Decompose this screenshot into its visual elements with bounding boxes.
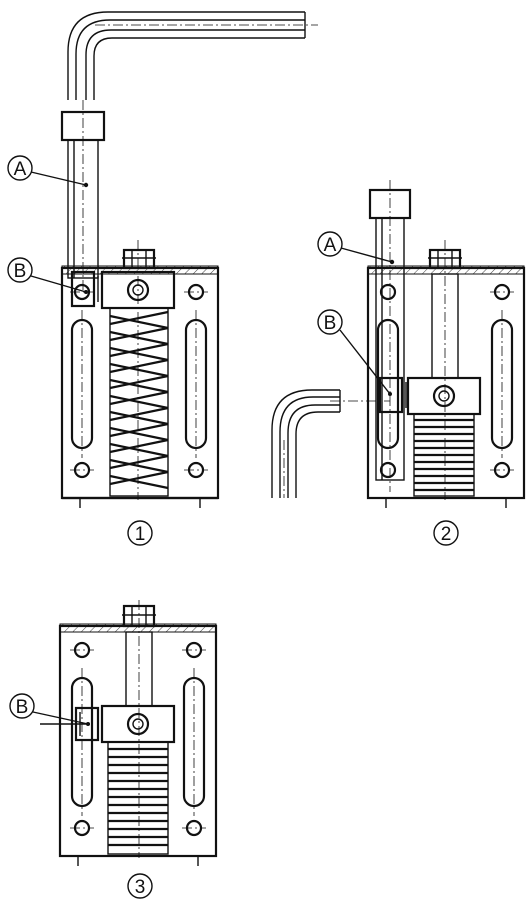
callout-b-view2: B (317, 309, 392, 396)
callout-b-view3: B (9, 693, 90, 726)
spring (413, 413, 475, 497)
svg-text:B: B (324, 313, 337, 334)
svg-text:B: B (16, 697, 29, 718)
callout-a-view2: A (317, 231, 393, 263)
housing (60, 240, 220, 508)
step-label-2: 2 (433, 520, 459, 546)
svg-text:3: 3 (135, 877, 146, 898)
hex-key (271, 389, 390, 498)
step-label-1: 1 (127, 520, 153, 546)
svg-text:A: A (14, 159, 27, 180)
view-2: A B 2 (271, 180, 526, 546)
svg-text:2: 2 (441, 524, 452, 545)
svg-text:A: A (324, 235, 337, 256)
hex-key (67, 11, 318, 100)
housing (58, 600, 218, 866)
callout-a-view1: A (7, 155, 87, 186)
housing (366, 240, 526, 508)
svg-text:1: 1 (135, 524, 146, 545)
callout-b-view1: B (7, 257, 88, 294)
view-3: B 3 (9, 600, 218, 899)
view-1: A B 1 (7, 11, 318, 546)
svg-text:B: B (14, 261, 27, 282)
adjusting-tool-a (60, 100, 106, 290)
spring (107, 741, 169, 855)
adjusting-tool-a (368, 180, 412, 492)
step-label-3: 3 (127, 873, 153, 899)
spring (109, 307, 169, 497)
